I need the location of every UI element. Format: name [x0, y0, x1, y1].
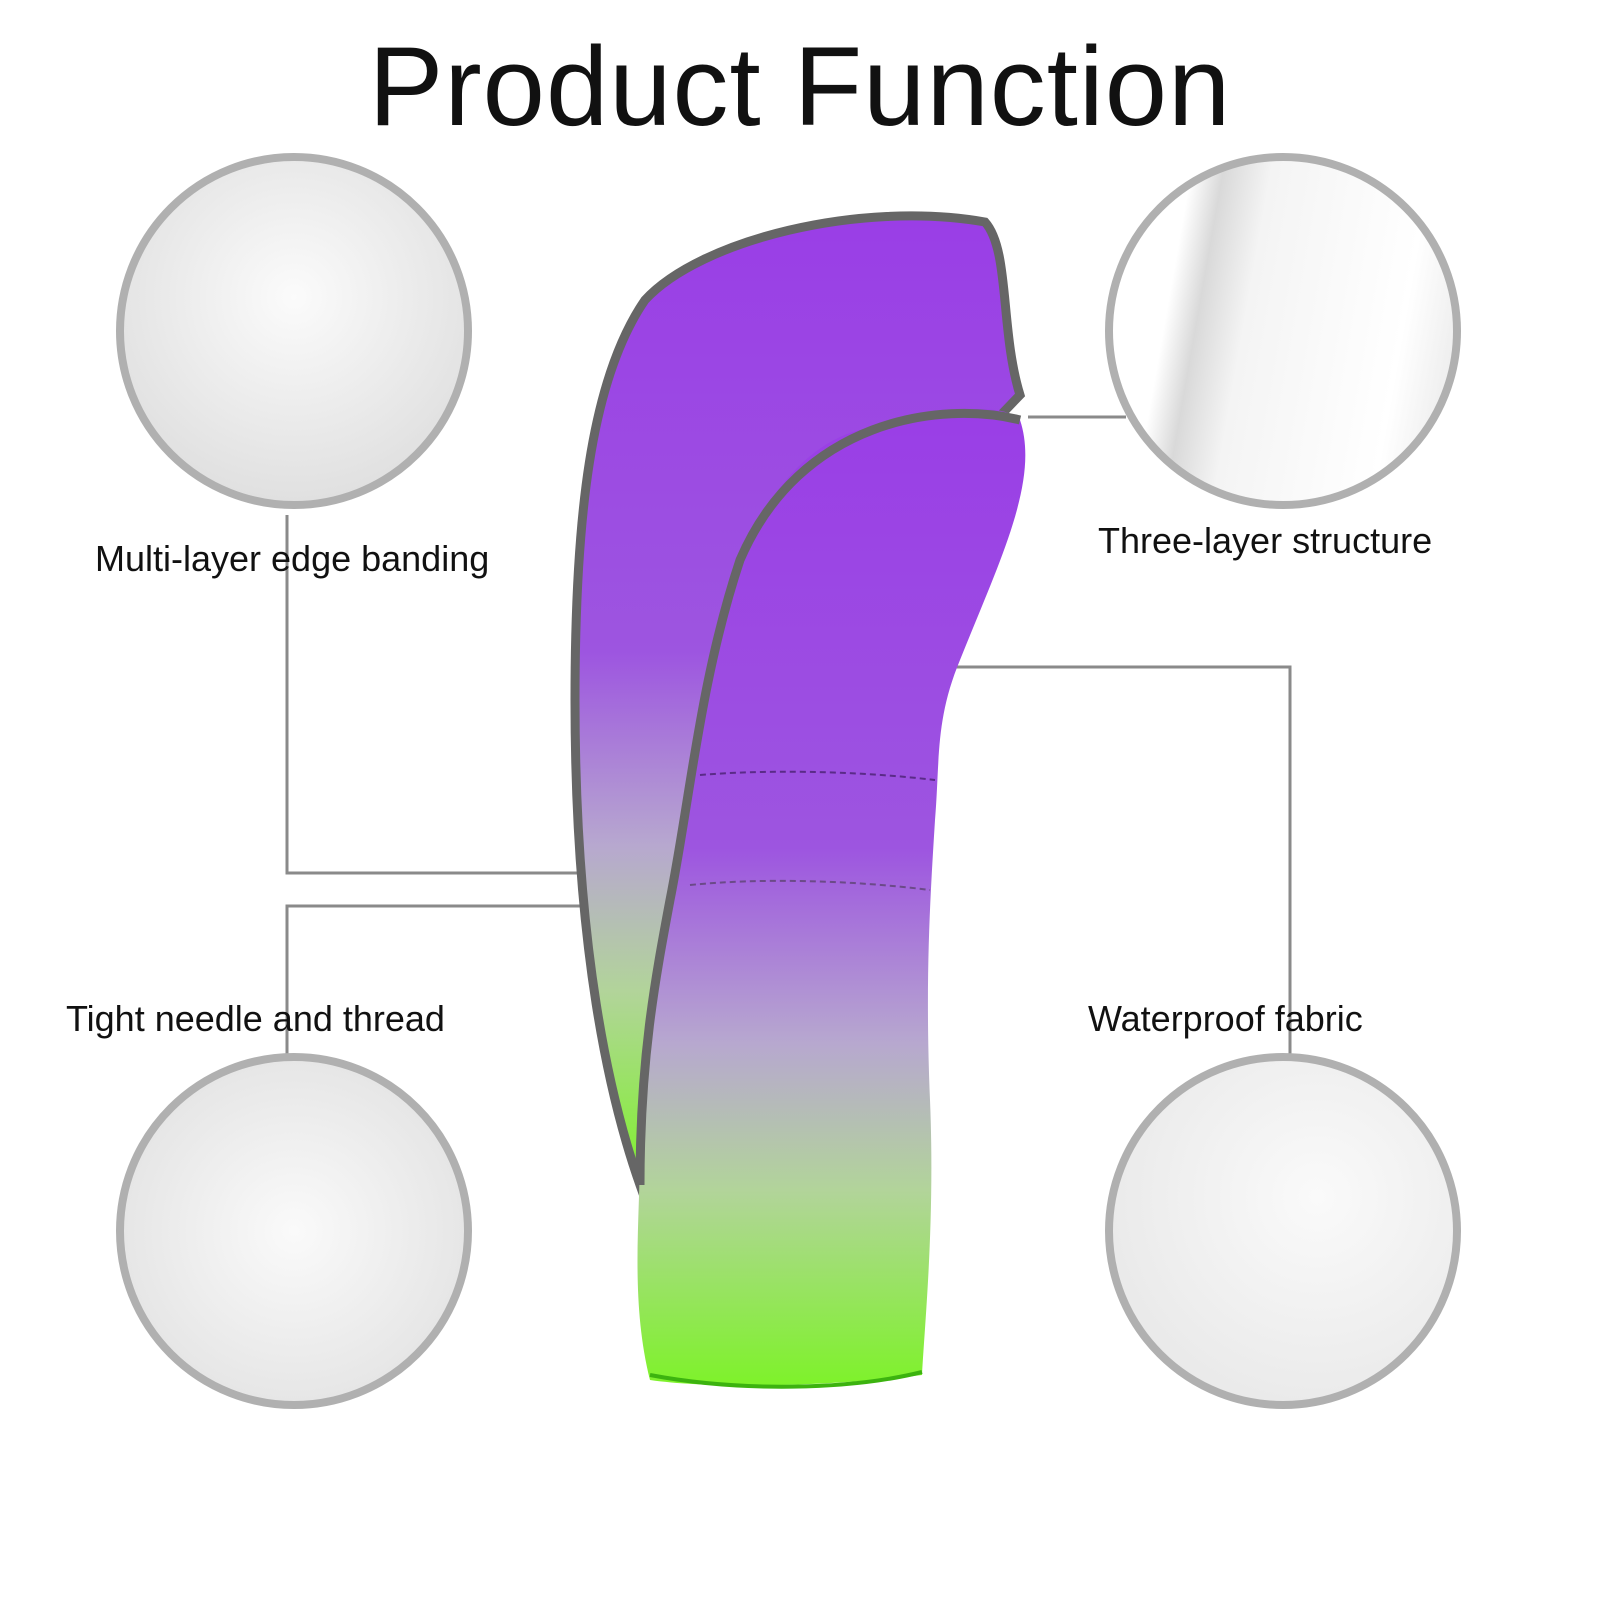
- feature-label-edge-banding: Multi-layer edge banding: [95, 538, 490, 579]
- feature-label-needle-thread: Tight needle and thread: [66, 998, 445, 1039]
- connector-lines: [285, 415, 1292, 1055]
- page-title: Product Function: [368, 24, 1232, 149]
- feature-label-waterproof: Waterproof fabric: [1088, 998, 1363, 1039]
- detail-circle-needle-thread: [116, 1053, 472, 1409]
- headcover-front: [637, 409, 1026, 1386]
- detail-circle-three-layer: [1105, 153, 1461, 509]
- detail-circle-edge-banding: [116, 153, 472, 509]
- detail-circle-waterproof: [1105, 1053, 1461, 1409]
- feature-label-three-layer: Three-layer structure: [1098, 520, 1433, 561]
